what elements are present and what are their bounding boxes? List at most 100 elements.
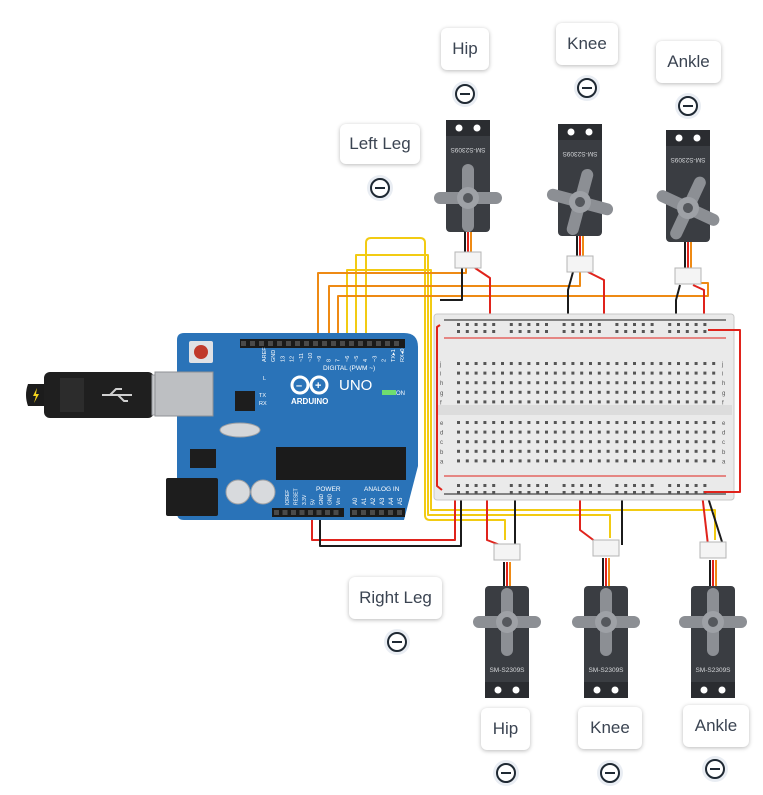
breadboard-hole [650,459,654,463]
breadboard-hole [465,390,469,394]
header-hole [394,341,399,346]
breadboard-hole [589,371,592,375]
rail-hole [615,491,619,494]
note-right-leg[interactable]: Right Leg [349,577,442,619]
breadboard-hole [659,430,663,434]
breadboard-hole [624,449,628,453]
breadboard-hole [571,390,575,394]
breadboard-hole [571,362,575,365]
note-knee-top[interactable]: Knee [556,23,618,65]
breadboard-hole [712,390,716,394]
breadboard-hole [457,400,460,404]
breadboard-hole [571,371,575,375]
note-ankle-top[interactable]: Ankle [656,41,721,83]
rail-hole [571,484,575,487]
rail-hole [624,484,628,487]
rail-hole [685,484,689,487]
rail-hole [527,484,531,487]
collapse-hip-top-button[interactable] [452,81,478,107]
note-hip-top[interactable]: Hip [441,28,489,70]
breadboard-hole [650,381,654,385]
collapse-knee-bottom-button[interactable] [597,760,623,786]
breadboard-hole [501,421,504,424]
servo-horn [434,164,502,232]
wire-ground [440,268,463,301]
center-channel [436,405,732,415]
collapse-hip-bottom-button[interactable] [493,760,519,786]
breadboard-hole [545,400,548,404]
collapse-left-leg-button[interactable] [367,175,393,201]
note-knee-bottom[interactable]: Knee [578,707,642,749]
minus-circle-icon [496,763,516,783]
note-left-leg[interactable]: Left Leg [340,124,420,164]
rail-hole [677,491,680,494]
collapse-knee-top-button[interactable] [574,75,600,101]
header-hole [349,341,354,346]
breadboard-hole [677,430,680,434]
breadboard-hole [483,421,487,424]
breadboard-hole [650,440,654,444]
breadboard-hole [545,459,548,463]
breadboard-hole [694,449,698,453]
breadboard-hole [492,381,496,385]
breadboard-hole [703,400,707,404]
rail-hole [580,323,584,326]
note-hip-bottom[interactable]: Hip [481,708,530,750]
breadboard-hole [553,459,557,463]
header-hole [308,510,313,515]
breadboard-hole [659,421,663,424]
breadboard-hole [606,459,610,463]
collapse-ankle-bottom-button[interactable] [702,756,728,782]
breadboard-hole [501,430,504,434]
minus-circle-icon [705,759,725,779]
note-ankle-bottom[interactable]: Ankle [683,705,749,747]
row-label: a [440,459,444,465]
collapse-ankle-top-button[interactable] [675,93,701,119]
breadboard-hole [606,381,610,385]
header-hole [361,510,366,515]
breadboard-hole [668,421,672,424]
led-tx-label: TX [259,393,266,399]
breadboard-hole [509,362,513,365]
arduino-uno-board[interactable]: – + ARDUINO UNO DIGITAL (PWM ~) POWER AN… [154,333,418,520]
breadboard-hole [641,449,645,453]
breadboard-hole [668,362,672,365]
breadboard-hole [685,371,689,375]
breadboard-hole [518,459,522,463]
breadboard-hole [641,421,645,424]
breadboard-hole [536,430,540,434]
breadboard-hole [694,459,698,463]
breadboard-hole [703,381,707,385]
servo-mount-hole [585,128,593,136]
breadboard-hole [518,440,522,444]
rail-hole [633,491,636,494]
rail-hole [677,323,680,326]
rail-hole [492,484,496,487]
row-label: b [722,450,726,456]
rail-hole [589,330,592,333]
rail-hole [694,323,698,326]
breadboard-hole [703,440,707,444]
rail-hole [509,330,513,333]
rail-hole [545,323,548,326]
breadboard-hole [483,449,487,453]
rail-hole [685,491,689,494]
breadboard-hole [580,362,584,365]
servo-tab [666,130,710,146]
breadboard-hole [571,449,575,453]
rail-hole [536,491,540,494]
breadboard-hole [562,430,566,434]
collapse-right-leg-button[interactable] [384,629,410,655]
breadboard-hole [659,459,663,463]
rail-hole [457,491,460,494]
header-hole [325,510,330,515]
rail-hole [457,330,460,333]
servo-horn [473,588,541,656]
breadboard-hole [483,459,487,463]
servo-ankle-top: SM-S2309S [656,130,720,285]
rail-hole [624,330,628,333]
